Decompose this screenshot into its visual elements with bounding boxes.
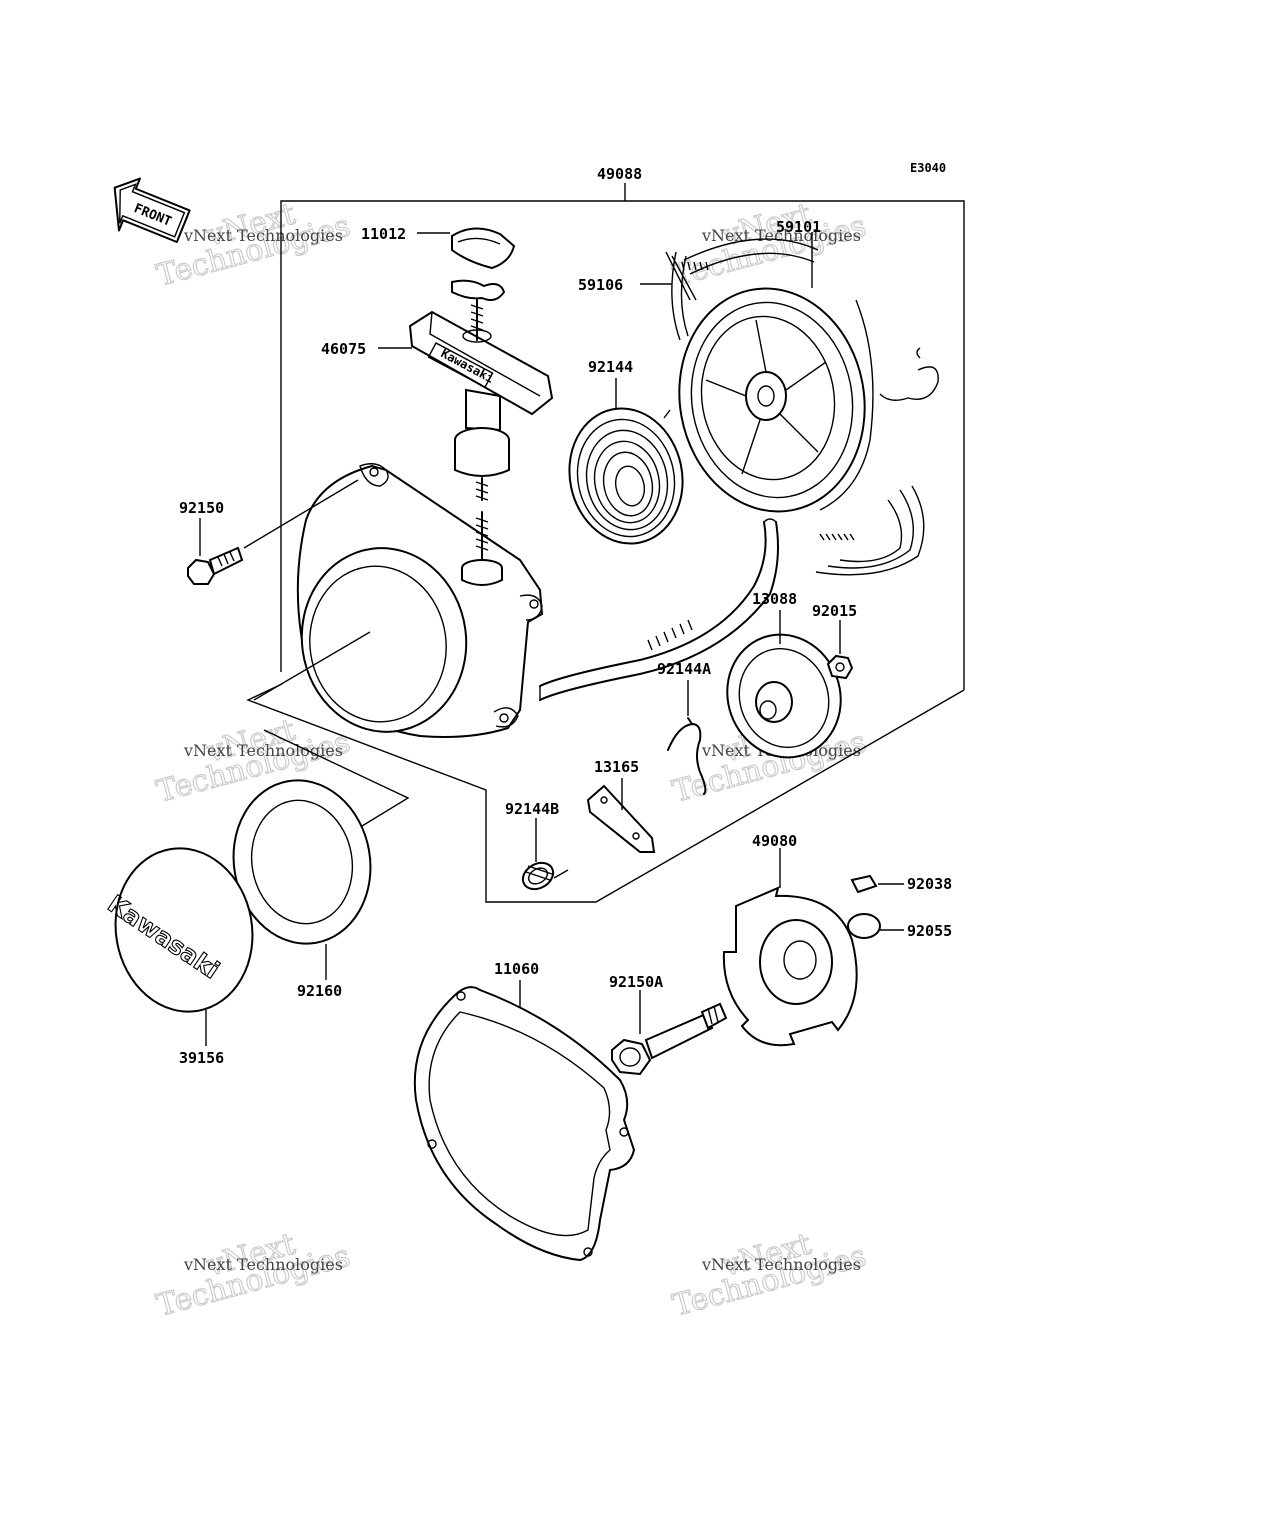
rope-59106-lower — [539, 518, 779, 701]
hub-49080 — [722, 848, 858, 1047]
label-92055: 92055 — [907, 922, 952, 940]
label-46075: 46075 — [321, 340, 366, 358]
spring-92144 — [568, 378, 684, 545]
svg-text:vNext Technologies: vNext Technologies — [183, 741, 343, 760]
oring-92055 — [847, 913, 904, 939]
recoil-housing — [253, 463, 544, 738]
label-13088: 13088 — [752, 590, 797, 608]
label-92038: 92038 — [907, 875, 952, 893]
diagram-code: E3040 — [910, 161, 946, 175]
handle-46075: Kawasaki — [378, 279, 554, 501]
label-92144A: 92144A — [657, 660, 711, 678]
label-92150A: 92150A — [609, 973, 663, 991]
watermark-top-right: vNext Technologies vNext Technologies — [668, 196, 870, 294]
svg-text:vNext Technologies: vNext Technologies — [701, 1255, 861, 1274]
label-39156: 39156 — [179, 1049, 224, 1067]
bolt-92150A — [611, 990, 728, 1076]
label-92160: 92160 — [297, 982, 342, 1000]
watermark-bottom-left: vNext Technologies vNext Technologies — [152, 1226, 354, 1324]
label-11060: 11060 — [494, 960, 539, 978]
watermark-top-left: vNext Technologies vNext Technologies — [152, 196, 354, 294]
svg-text:vNext Technologies: vNext Technologies — [183, 1255, 343, 1274]
label-11012: 11012 — [361, 225, 406, 243]
assembly-bracket-49088 — [246, 183, 965, 903]
label-92015: 92015 — [812, 602, 857, 620]
label-92144: 92144 — [588, 358, 633, 376]
label-13165: 13165 — [594, 758, 639, 776]
nut-92015 — [826, 620, 854, 680]
svg-text:vNext Technologies: vNext Technologies — [183, 226, 343, 245]
bolt-92150 — [187, 479, 359, 585]
key-92038 — [850, 874, 904, 894]
label-59106: 59106 — [578, 276, 623, 294]
pawl-13165 — [586, 778, 656, 853]
label-49080: 49080 — [752, 832, 797, 850]
label-59101: 59101 — [776, 218, 821, 236]
label-49088: 49088 — [597, 165, 642, 183]
svg-text:vNext Technologies: vNext Technologies — [701, 226, 861, 245]
spring-92144B — [521, 818, 569, 891]
front-arrow-icon: FRONT — [113, 177, 191, 243]
plate-13088 — [726, 610, 842, 759]
gasket-11060 — [413, 980, 636, 1262]
watermark-bottom-right: vNext Technologies vNext Technologies — [668, 1226, 870, 1324]
clip-92144A — [667, 680, 707, 795]
label-92150: 92150 — [179, 499, 224, 517]
label-92144B: 92144B — [505, 800, 559, 818]
cap-11012 — [417, 227, 516, 270]
gasket-92160 — [232, 729, 410, 980]
pulley-59101 — [640, 232, 939, 576]
